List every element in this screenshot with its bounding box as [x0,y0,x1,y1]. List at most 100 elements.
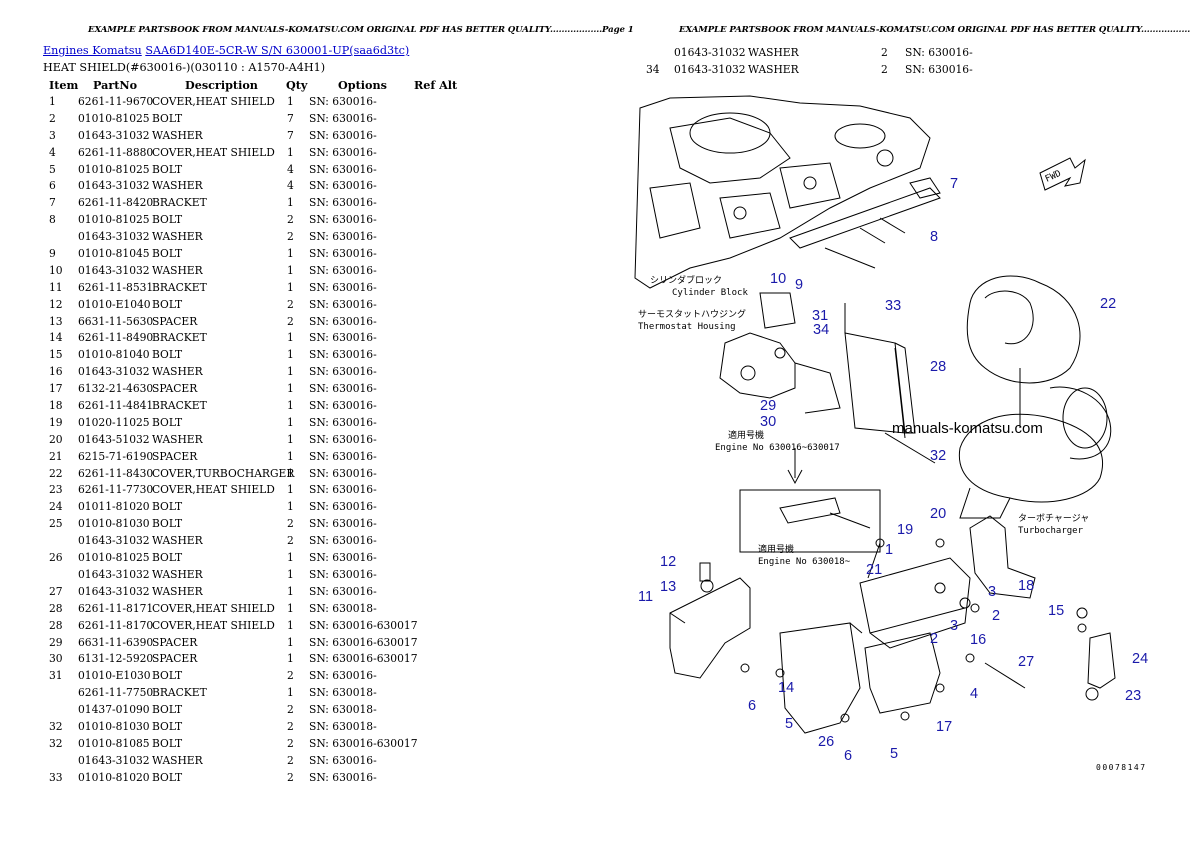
cell-item: 8 [49,213,56,227]
callout-number: 7 [950,176,958,192]
cell-partno: 6261-11-4841 [78,399,154,413]
cell-options: SN: 630016- [309,196,377,210]
cell-description: BOLT [152,719,183,733]
cell-partno: 6132-21-4630 [78,382,154,396]
cell-qty: 2 [287,230,294,244]
cell-partno: 01011-81020 [78,500,150,514]
cell-qty: 1 [287,551,294,565]
label-jp-applicable-1: 適用号機 [728,429,764,441]
callout-number: 12 [660,554,676,570]
cell-qty: 2 [287,770,294,784]
callout-number: 32 [930,448,946,464]
label-jp-cylinder: シリンダブロック [650,274,722,286]
cell-description: BRACKET [152,331,207,345]
cell-partno: 6631-11-5630 [78,314,154,328]
cell-qty: 1 [287,382,294,396]
cell-description: WASHER [748,62,799,76]
callout-number: 9 [795,277,803,293]
cell-item: 31 [49,669,63,683]
cell-options: SN: 630016- [309,382,377,396]
cell-description: COVER,TURBOCHARGER [152,466,295,480]
cell-qty: 1 [287,348,294,362]
cell-options: SN: 630016- [309,280,377,294]
cylinder-block-outline [634,95,931,289]
thermostat-housing [719,332,796,399]
cell-description: WASHER [748,46,799,59]
cell-partno: 6215-71-6190 [78,449,154,463]
cell-description: BOLT [152,348,183,362]
cell-description: BOLT [152,297,183,311]
cell-qty: 1 [287,280,294,294]
cell-options: SN: 630016- [309,297,377,311]
cell-options: SN: 630016- [309,551,377,565]
cell-item: 28 [49,601,63,615]
cell-item: 3 [49,128,56,142]
cell-partno: 01643-31032 [78,365,150,379]
callout-number: 15 [1048,603,1064,619]
cell-item: 12 [49,297,63,311]
cell-partno: 01643-31032 [78,567,150,581]
callout-number: 31 [812,308,828,324]
cell-partno: 01643-31032 [78,534,150,548]
cell-qty: 1 [287,618,294,632]
label-jp-applicable-2: 適用号機 [758,543,794,555]
watermark-text: manuals-komatsu.com [892,420,1043,437]
cell-options: SN: 630016- [309,399,377,413]
cell-partno: 01643-51032 [78,432,150,446]
cell-options: SN: 630016- [309,145,377,159]
cell-item: 6 [49,179,56,193]
callout-number: 14 [778,680,794,696]
cell-partno: 6261-11-8880 [78,145,154,159]
cell-partno: 01010-E1030 [78,669,151,683]
callout-number: 18 [1018,578,1034,594]
cell-partno: 01020-11025 [78,415,150,429]
cell-partno: 01010-81030 [78,517,150,531]
cell-qty: 7 [287,128,294,142]
cell-qty: 2 [287,736,294,750]
breadcrumb-link-engines[interactable]: Engines Komatsu [43,44,142,57]
callout-number: 2 [992,608,1000,624]
cell-description: BRACKET [152,280,207,294]
cell-item: 26 [49,551,63,565]
cell-options: SN: 630016- [309,314,377,328]
breadcrumb-link-model[interactable]: SAA6D140E-5CR-W S/N 630001-UP(saa6d3tc) [145,44,410,57]
cell-item: 9 [49,247,56,261]
page-header-2: EXAMPLE PARTSBOOK FROM MANUALS-KOMATSU.C… [679,25,1190,35]
cell-item: 1 [49,95,56,108]
cell-qty: 1 [287,263,294,277]
cell-description: WASHER [152,567,203,581]
cell-description: COVER,HEAT SHIELD [152,145,275,159]
cell-description: BOLT [152,703,183,717]
cell-partno: 01010-E1040 [78,297,151,311]
cell-options: SN: 630018- [309,719,377,733]
label-turbocharger: Turbocharger [1018,526,1084,536]
callout-number: 8 [930,229,938,245]
cell-item: 22 [49,466,63,480]
cell-options: SN: 630016- [309,517,377,531]
cell-qty: 2 [287,719,294,733]
col-refalt: Ref Alt [414,78,458,92]
page-header-1: EXAMPLE PARTSBOOK FROM MANUALS-KOMATSU.C… [88,25,634,35]
cell-qty: 2 [287,517,294,531]
cell-description: SPACER [152,652,198,666]
callout-number: 17 [936,719,952,735]
cell-options: SN: 630016- [309,247,377,261]
cell-item: 10 [49,263,63,277]
cell-qty: 1 [287,635,294,649]
heat-shield-23 [864,632,941,714]
cell-item: 13 [49,314,63,328]
cell-options: SN: 630016- [309,669,377,683]
cell-options: SN: 630016- [309,753,377,767]
cell-partno: 01010-81030 [78,719,150,733]
cell-qty: 2 [287,669,294,683]
cell-item: 34 [646,62,660,76]
cell-options: SN: 630016- [309,162,377,176]
cell-item: 19 [49,415,63,429]
cell-options: SN: 630016- [309,348,377,362]
cell-description: BOLT [152,500,183,514]
cell-options: SN: 630016- [309,95,377,108]
cell-partno: 01437-01090 [78,703,150,717]
cell-options: SN: 630016- [309,230,377,244]
cell-partno: 6261-11-9670 [78,95,154,108]
callout-number: 28 [930,359,946,375]
